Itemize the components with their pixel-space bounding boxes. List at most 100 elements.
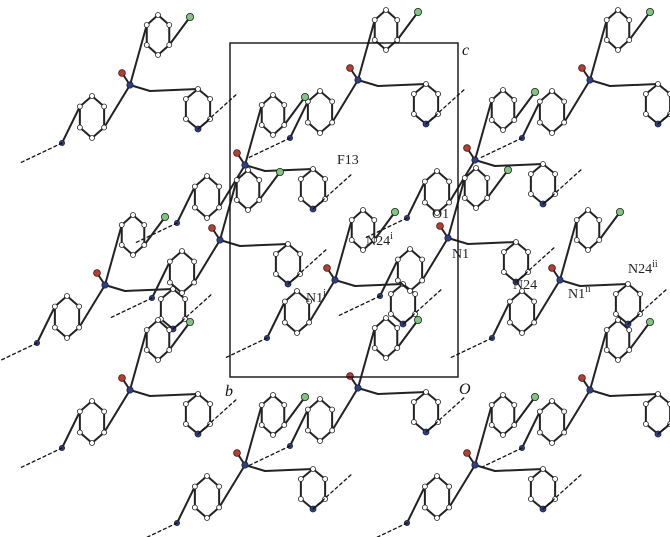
- c-f-bond: [258, 171, 281, 201]
- hydrogen-bond-line: [312, 172, 354, 210]
- fluorophenyl-ring-carbon-atom: [155, 12, 161, 18]
- fluorophenyl-ring-carbon-atom: [371, 217, 378, 223]
- c-f-bond: [168, 16, 191, 46]
- fluorophenyl-ring-carbon-atom: [166, 327, 173, 333]
- pyridyl-ring-carbon-atom: [500, 269, 507, 275]
- n-ring-bond: [589, 329, 608, 391]
- phenyl-ring-carbon-atom: [549, 440, 555, 446]
- pyridyl-ring-carbon-atom: [272, 271, 279, 277]
- c-f-bond: [143, 216, 166, 246]
- hydrogen-bond-line: [402, 287, 444, 325]
- hydrogen-bond-line: [337, 295, 381, 317]
- pyridyl-ring-carbon-atom: [540, 466, 546, 472]
- hydrogen-bond-line: [0, 342, 38, 362]
- phenyl-ring-carbon-atom: [166, 258, 173, 265]
- oxygen-atom: [233, 149, 241, 157]
- phenyl-ring-carbon-atom: [419, 256, 426, 263]
- n-ring-bond: [103, 389, 131, 434]
- hydrogen-bond-line: [657, 422, 670, 435]
- n-ring-bond: [331, 79, 359, 124]
- phenyl-ring-carbon-atom: [421, 178, 428, 185]
- pyridyl-ring-carbon-atom: [322, 476, 329, 482]
- atom-label-n1: N1: [452, 247, 469, 262]
- phenyl-ring-carbon-atom: [536, 98, 543, 105]
- fluorophenyl-ring-carbon-atom: [394, 345, 401, 351]
- phenyl-ring-carbon-atom: [329, 406, 336, 413]
- fluorophenyl-ring-carbon-atom: [585, 207, 591, 213]
- fluorophenyl-ring-carbon-atom: [360, 247, 366, 253]
- pyridyl-ring-carbon-atom: [423, 81, 429, 87]
- fluorophenyl-ring-carbon-atom: [394, 37, 401, 43]
- fluorophenyl-ring-carbon-atom: [143, 42, 150, 48]
- oxygen-atom: [346, 372, 354, 380]
- pyridyl-ring-carbon-atom: [310, 466, 316, 472]
- phenyl-ring-carbon-atom: [506, 298, 513, 305]
- fluorophenyl-ring-carbon-atom: [573, 237, 580, 243]
- phenyl-ring-carbon-atom: [204, 215, 210, 221]
- phenyl-ring-carbon-atom: [549, 88, 555, 94]
- fluorophenyl-ring-carbon-atom: [394, 17, 401, 23]
- phenyl-ring-carbon-atom: [304, 427, 311, 434]
- pyridyl-ring-carbon-atom: [642, 401, 649, 407]
- phenyl-ring-carbon-atom: [191, 258, 198, 265]
- pyridyl-ring-carbon-atom: [527, 476, 534, 482]
- pyridyl-ring-carbon-atom: [500, 249, 507, 255]
- phenyl-ring-carbon-atom: [191, 504, 198, 511]
- pyridyl-ring-carbon-atom: [182, 401, 189, 407]
- fluorophenyl-ring-carbon-atom: [383, 315, 389, 321]
- fluorophenyl-ring-carbon-atom: [166, 42, 173, 48]
- fluorophenyl-ring-carbon-atom: [256, 177, 263, 183]
- fluorophenyl-ring-carbon-atom: [573, 217, 580, 223]
- n-ring-bond: [218, 164, 246, 209]
- c-f-bond: [168, 321, 191, 351]
- phenyl-ring-carbon-atom: [51, 324, 58, 331]
- pyridyl-ring-carbon-atom: [513, 239, 519, 245]
- phenyl-ring-carbon-atom: [434, 210, 440, 216]
- fluorine-atom: [503, 165, 512, 174]
- phenyl-ring-carbon-atom: [76, 408, 83, 415]
- oxygen-atom: [323, 264, 331, 272]
- nitrogen-atom: [556, 276, 564, 284]
- fluorophenyl-ring-carbon-atom: [371, 37, 378, 43]
- phenyl-ring-carbon-atom: [76, 324, 83, 331]
- c-f-bond: [598, 211, 621, 241]
- fluorophenyl-ring-carbon-atom: [484, 175, 491, 181]
- fluorophenyl-ring-carbon-atom: [155, 317, 161, 323]
- n-ring-bond: [334, 219, 353, 281]
- hydrogen-bond-line: [247, 137, 291, 159]
- fluorophenyl-ring-carbon-atom: [394, 325, 401, 331]
- nitrogen-atom: [241, 461, 249, 469]
- fluorophenyl-ring-carbon-atom: [488, 422, 495, 428]
- hydrogen-bond-line: [19, 142, 63, 164]
- phenyl-ring-carbon-atom: [434, 168, 440, 174]
- oxygen-atom: [233, 449, 241, 457]
- fluorophenyl-ring-carbon-atom: [615, 7, 621, 13]
- phenyl-ring-carbon-atom: [76, 429, 83, 436]
- fluorophenyl-ring-carbon-atom: [383, 47, 389, 53]
- hydrogen-bond-line: [224, 337, 268, 359]
- nitrogen-atom: [471, 461, 479, 469]
- oxygen-atom: [346, 64, 354, 72]
- fluorophenyl-ring-carbon-atom: [270, 432, 276, 438]
- pyridyl-ring-carbon-atom: [297, 196, 304, 202]
- fluorine-atom: [413, 7, 422, 16]
- fluorophenyl-ring-carbon-atom: [511, 97, 518, 103]
- fluorine-atom: [531, 392, 540, 401]
- methyl-bond: [406, 180, 426, 219]
- fluorophenyl-ring-carbon-atom: [511, 402, 518, 408]
- fluorophenyl-ring-carbon-atom: [245, 207, 251, 213]
- phenyl-ring-carbon-atom: [561, 429, 568, 436]
- fluorophenyl-ring-carbon-atom: [281, 402, 288, 408]
- fluorophenyl-ring-carbon-atom: [270, 132, 276, 138]
- fluorine-atom: [390, 207, 399, 216]
- pyridyl-ring-carbon-atom: [527, 171, 534, 177]
- pyridyl-ring-carbon-atom: [552, 191, 559, 197]
- phenyl-ring-carbon-atom: [76, 303, 83, 310]
- fluorophenyl-ring-carbon-atom: [473, 165, 479, 171]
- phenyl-ring-carbon-atom: [89, 398, 95, 404]
- phenyl-ring-carbon-atom: [506, 319, 513, 326]
- phenyl-ring-carbon-atom: [421, 483, 428, 490]
- pyridyl-ring-carbon-atom: [285, 241, 291, 247]
- fluorophenyl-ring-carbon-atom: [258, 422, 265, 428]
- fluorine-atom: [160, 212, 169, 221]
